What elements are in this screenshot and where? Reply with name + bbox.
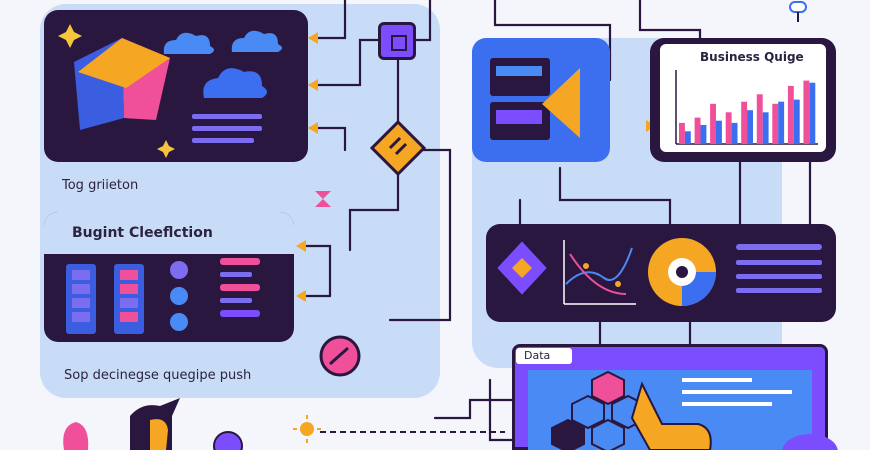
toggle-dot-3 <box>170 313 188 331</box>
line-plot-2 <box>569 253 627 295</box>
chart-bar-s2-6 <box>762 112 769 144</box>
list-bar-2 <box>192 126 262 131</box>
chart-bar-s1-7 <box>772 103 779 144</box>
hex-2 <box>571 394 605 430</box>
edge-top-1 <box>308 0 347 40</box>
arrow-head-2 <box>308 79 318 91</box>
card-mid-left-header <box>44 212 294 254</box>
chart-bar-s1-4 <box>725 112 732 144</box>
chart-bar-s2-9 <box>809 82 816 144</box>
card-right-top-block-1 <box>490 58 550 96</box>
chart-bar-s1-2 <box>694 117 701 144</box>
list-bar-1 <box>192 114 262 119</box>
mid-bar-1 <box>220 258 260 265</box>
chart-bar-s2-8 <box>793 99 800 144</box>
card-right-top-graphic <box>490 58 580 140</box>
mid-bar-3 <box>220 284 260 291</box>
right-mid-bar-4 <box>736 288 822 293</box>
arrow-head-5 <box>296 290 306 302</box>
chart-bar-s2-5 <box>747 110 753 144</box>
bottom-screen-tab <box>516 348 572 364</box>
chart-bar-s2-3 <box>716 120 722 144</box>
person-face <box>150 419 168 450</box>
hourglass-icon <box>315 191 331 207</box>
mid-bar-4 <box>220 298 252 303</box>
right-mid-bar-1 <box>736 244 822 250</box>
right-mid-bar-3 <box>736 274 822 279</box>
edge-top-2 <box>308 38 380 87</box>
right-mid-bar-2 <box>736 260 822 265</box>
chart-bar-s1-6 <box>756 94 763 144</box>
bottom-screen-tab-label: Data <box>524 349 551 362</box>
sparkle-icon <box>58 24 82 48</box>
edge-right-mid <box>558 166 672 232</box>
chart-title: Business Quige <box>700 50 804 64</box>
mid-bar-2 <box>220 272 252 277</box>
edge-chart <box>638 0 702 42</box>
chart-bar-s2-1 <box>684 131 691 144</box>
person-hand <box>63 422 89 450</box>
chart-bar-s2-4 <box>731 122 738 144</box>
person-figure <box>63 398 180 450</box>
caption-top-left: Tog griieton <box>62 178 139 193</box>
hex-1 <box>591 370 625 406</box>
bar-chart <box>675 70 818 145</box>
chart-bar-s2-2 <box>700 125 707 144</box>
card-right-mid-graphic <box>494 238 822 306</box>
cloud-icon-2 <box>231 30 282 52</box>
purple-node-inner <box>391 35 407 51</box>
diamond-node <box>369 119 427 177</box>
line-plot-1 <box>565 247 633 285</box>
edge-cross <box>388 148 452 322</box>
chart-bar-s1-1 <box>679 122 685 144</box>
card-mid-left-graphic <box>66 258 260 334</box>
hex-5 <box>591 418 625 450</box>
mid-bar-5 <box>220 310 260 317</box>
bottom-screen-graphic <box>528 370 812 450</box>
cloud-icon-3 <box>203 68 267 98</box>
bottom-right-blob <box>782 434 838 450</box>
cube-top-face <box>78 38 170 88</box>
list-bar-3 <box>192 138 254 143</box>
arrow-head-3 <box>308 122 318 134</box>
top-right-pin <box>789 1 807 22</box>
toggle-dot-2 <box>170 287 188 305</box>
arrow-head-1 <box>308 32 318 44</box>
bulb-node <box>213 431 243 450</box>
chart-bar-s1-5 <box>741 101 748 144</box>
edge-right-top <box>493 0 612 82</box>
sun-icon <box>293 415 321 443</box>
edge-diamond-down <box>348 173 400 252</box>
edge-top-3 <box>308 126 347 152</box>
card-mid-left-title: Bugint Cleeflction <box>72 225 213 241</box>
pointing-hand-icon <box>630 381 712 450</box>
chart-bar-s1-9 <box>803 80 810 144</box>
purple-node <box>378 22 416 60</box>
chart-bar-s1-3 <box>710 103 716 144</box>
hex-4 <box>551 418 585 450</box>
gauge-knob <box>319 335 361 377</box>
caption-mid-left: Sop decinegse quegipe push <box>64 368 252 383</box>
edge-left-mid-1 <box>298 244 332 298</box>
arrow-head-4 <box>296 240 306 252</box>
chart-bar-s2-7 <box>778 101 785 144</box>
card-right-top-triangle <box>542 68 580 138</box>
edge-bottom-cross <box>433 398 522 420</box>
toggle-dot-1 <box>170 261 188 279</box>
cloud-icon-1 <box>163 32 214 54</box>
sparkle-icon-small <box>157 140 175 158</box>
card-top-left-graphic <box>58 24 282 158</box>
chart-bar-s1-8 <box>787 85 794 144</box>
edge-purple-right <box>413 0 432 42</box>
edge-bottom-right <box>488 378 522 442</box>
